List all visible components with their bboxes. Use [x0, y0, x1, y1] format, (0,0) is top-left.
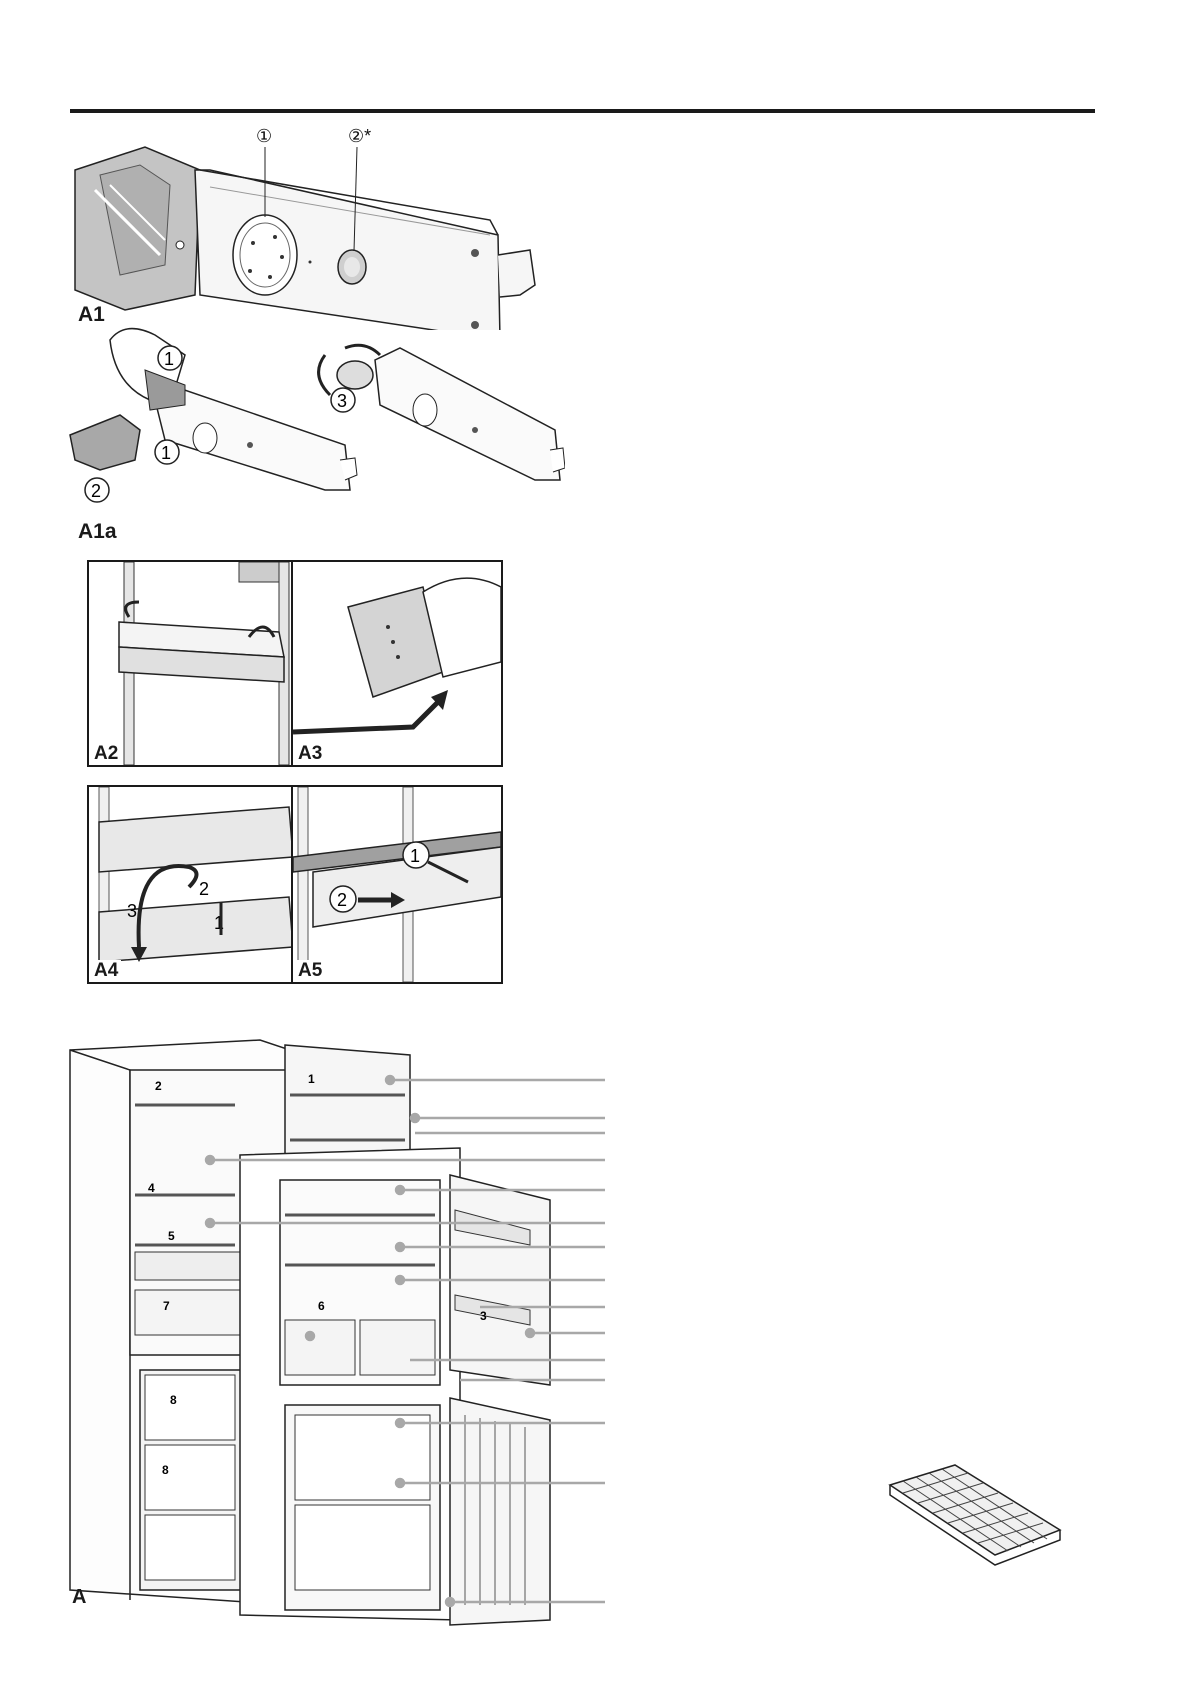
figure-label-a1: A1 [78, 303, 105, 326]
figure-a4-shelf-panel: 3 2 1 A4 [87, 785, 295, 984]
callout-2: ②* [348, 126, 371, 146]
figure-label-a2: A2 [91, 743, 122, 765]
part-number-1: 1 [308, 1072, 315, 1086]
figure-label-a: A [72, 1586, 87, 1608]
panel-handle [497, 249, 536, 298]
part-number-8a: 8 [170, 1393, 177, 1407]
cover-insertion-drawing [293, 577, 501, 735]
figure-a-appliance-overview: 1 2 3 4 5 6 7 8 8 [69, 1039, 605, 1626]
figure-a1-control-panel: ① ②* [74, 126, 536, 330]
a4-step-2: 2 [199, 879, 209, 899]
step-1-top: 1 [164, 349, 174, 369]
step-2: 2 [91, 481, 101, 501]
step-1-bottom: 1 [161, 443, 171, 463]
figure-label-a5: A5 [295, 960, 326, 982]
part-number-6: 6 [318, 1299, 325, 1313]
step-3: 3 [337, 391, 347, 411]
a4-step-3: 3 [127, 901, 137, 921]
shelf-insertion-drawing: 1 2 [293, 787, 501, 982]
a4-step-1: 1 [214, 913, 224, 933]
part-number-3: 3 [480, 1309, 487, 1323]
part-number-2: 2 [155, 1079, 162, 1093]
callout-1: ① [256, 126, 272, 146]
top-rule [70, 109, 1095, 113]
a5-step-2: 2 [337, 890, 347, 910]
part-number-4: 4 [148, 1181, 155, 1195]
optional-switch [337, 249, 367, 285]
shelf-removal-drawing: 3 2 1 [98, 787, 293, 982]
figure-label-a1a: A1a [78, 520, 117, 543]
figure-label-a4: A4 [91, 960, 122, 982]
figure-a1a-lamp-replacement: 1 1 2 3 [69, 327, 565, 503]
part-number-8b: 8 [162, 1463, 169, 1477]
figure-label-a3: A3 [295, 743, 326, 765]
figure-a2-door-shelf-panel: A2 [87, 560, 295, 767]
door-shelf-drawing [118, 562, 290, 765]
a5-step-1: 1 [410, 846, 420, 866]
ice-cube-tray [888, 1464, 1062, 1566]
figure-a5-shelf-panel: 1 2 A5 [291, 785, 503, 984]
callout-lines [204, 1074, 605, 1608]
part-number-7: 7 [163, 1299, 170, 1313]
temperature-dial [232, 214, 298, 296]
part-number-5: 5 [168, 1229, 175, 1243]
figure-a3-cover-panel: A3 [291, 560, 503, 767]
